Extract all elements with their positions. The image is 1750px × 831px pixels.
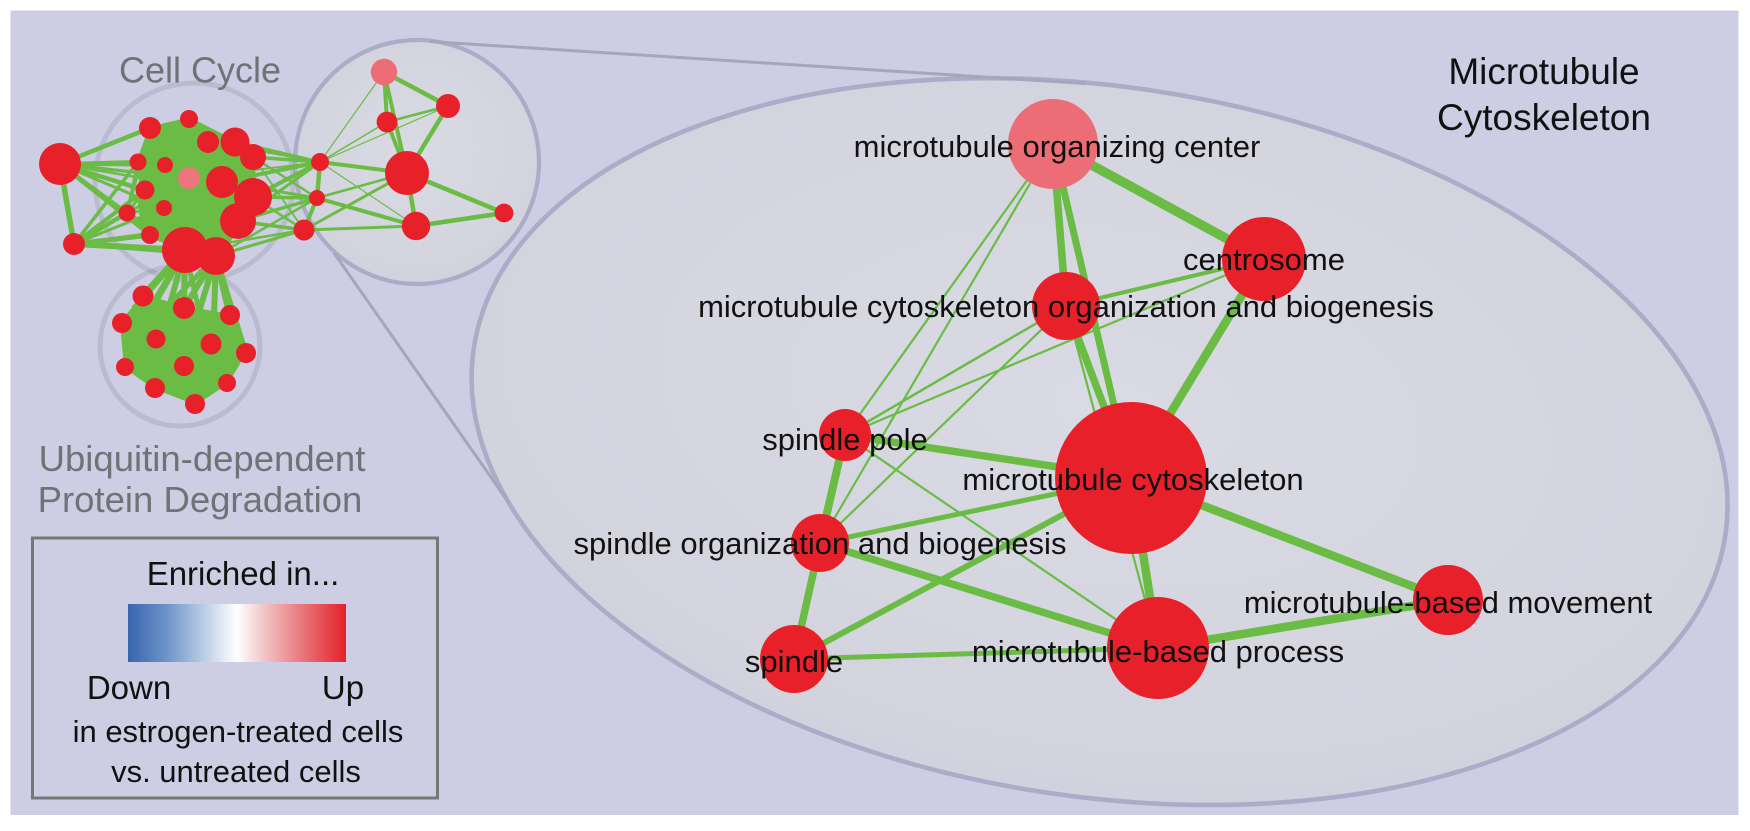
svg-text:Ubiquitin-dependent: Ubiquitin-dependent bbox=[39, 438, 366, 479]
svg-text:microtubule cytoskeleton: microtubule cytoskeleton bbox=[962, 462, 1303, 497]
svg-text:Enriched in...: Enriched in... bbox=[147, 555, 340, 592]
svg-text:Up: Up bbox=[322, 669, 364, 706]
svg-text:in estrogen-treated cells: in estrogen-treated cells bbox=[73, 714, 404, 749]
svg-text:microtubule cytoskeleton organ: microtubule cytoskeleton organization an… bbox=[698, 289, 1434, 324]
svg-text:spindle pole: spindle pole bbox=[762, 422, 927, 457]
svg-text:spindle: spindle bbox=[745, 644, 843, 679]
svg-text:microtubule organizing center: microtubule organizing center bbox=[854, 129, 1261, 164]
svg-text:Protein Degradation: Protein Degradation bbox=[38, 479, 363, 520]
svg-text:spindle organization and bioge: spindle organization and biogenesis bbox=[574, 526, 1067, 561]
svg-text:Down: Down bbox=[87, 669, 171, 706]
svg-text:Microtubule: Microtubule bbox=[1448, 51, 1639, 92]
svg-text:Cytoskeleton: Cytoskeleton bbox=[1437, 97, 1651, 138]
svg-text:microtubule-based process: microtubule-based process bbox=[972, 634, 1344, 669]
svg-text:Cell Cycle: Cell Cycle bbox=[119, 50, 281, 91]
svg-text:microtubule-based movement: microtubule-based movement bbox=[1244, 585, 1653, 620]
svg-text:vs. untreated cells: vs. untreated cells bbox=[111, 754, 361, 789]
svg-text:centrosome: centrosome bbox=[1183, 242, 1345, 277]
